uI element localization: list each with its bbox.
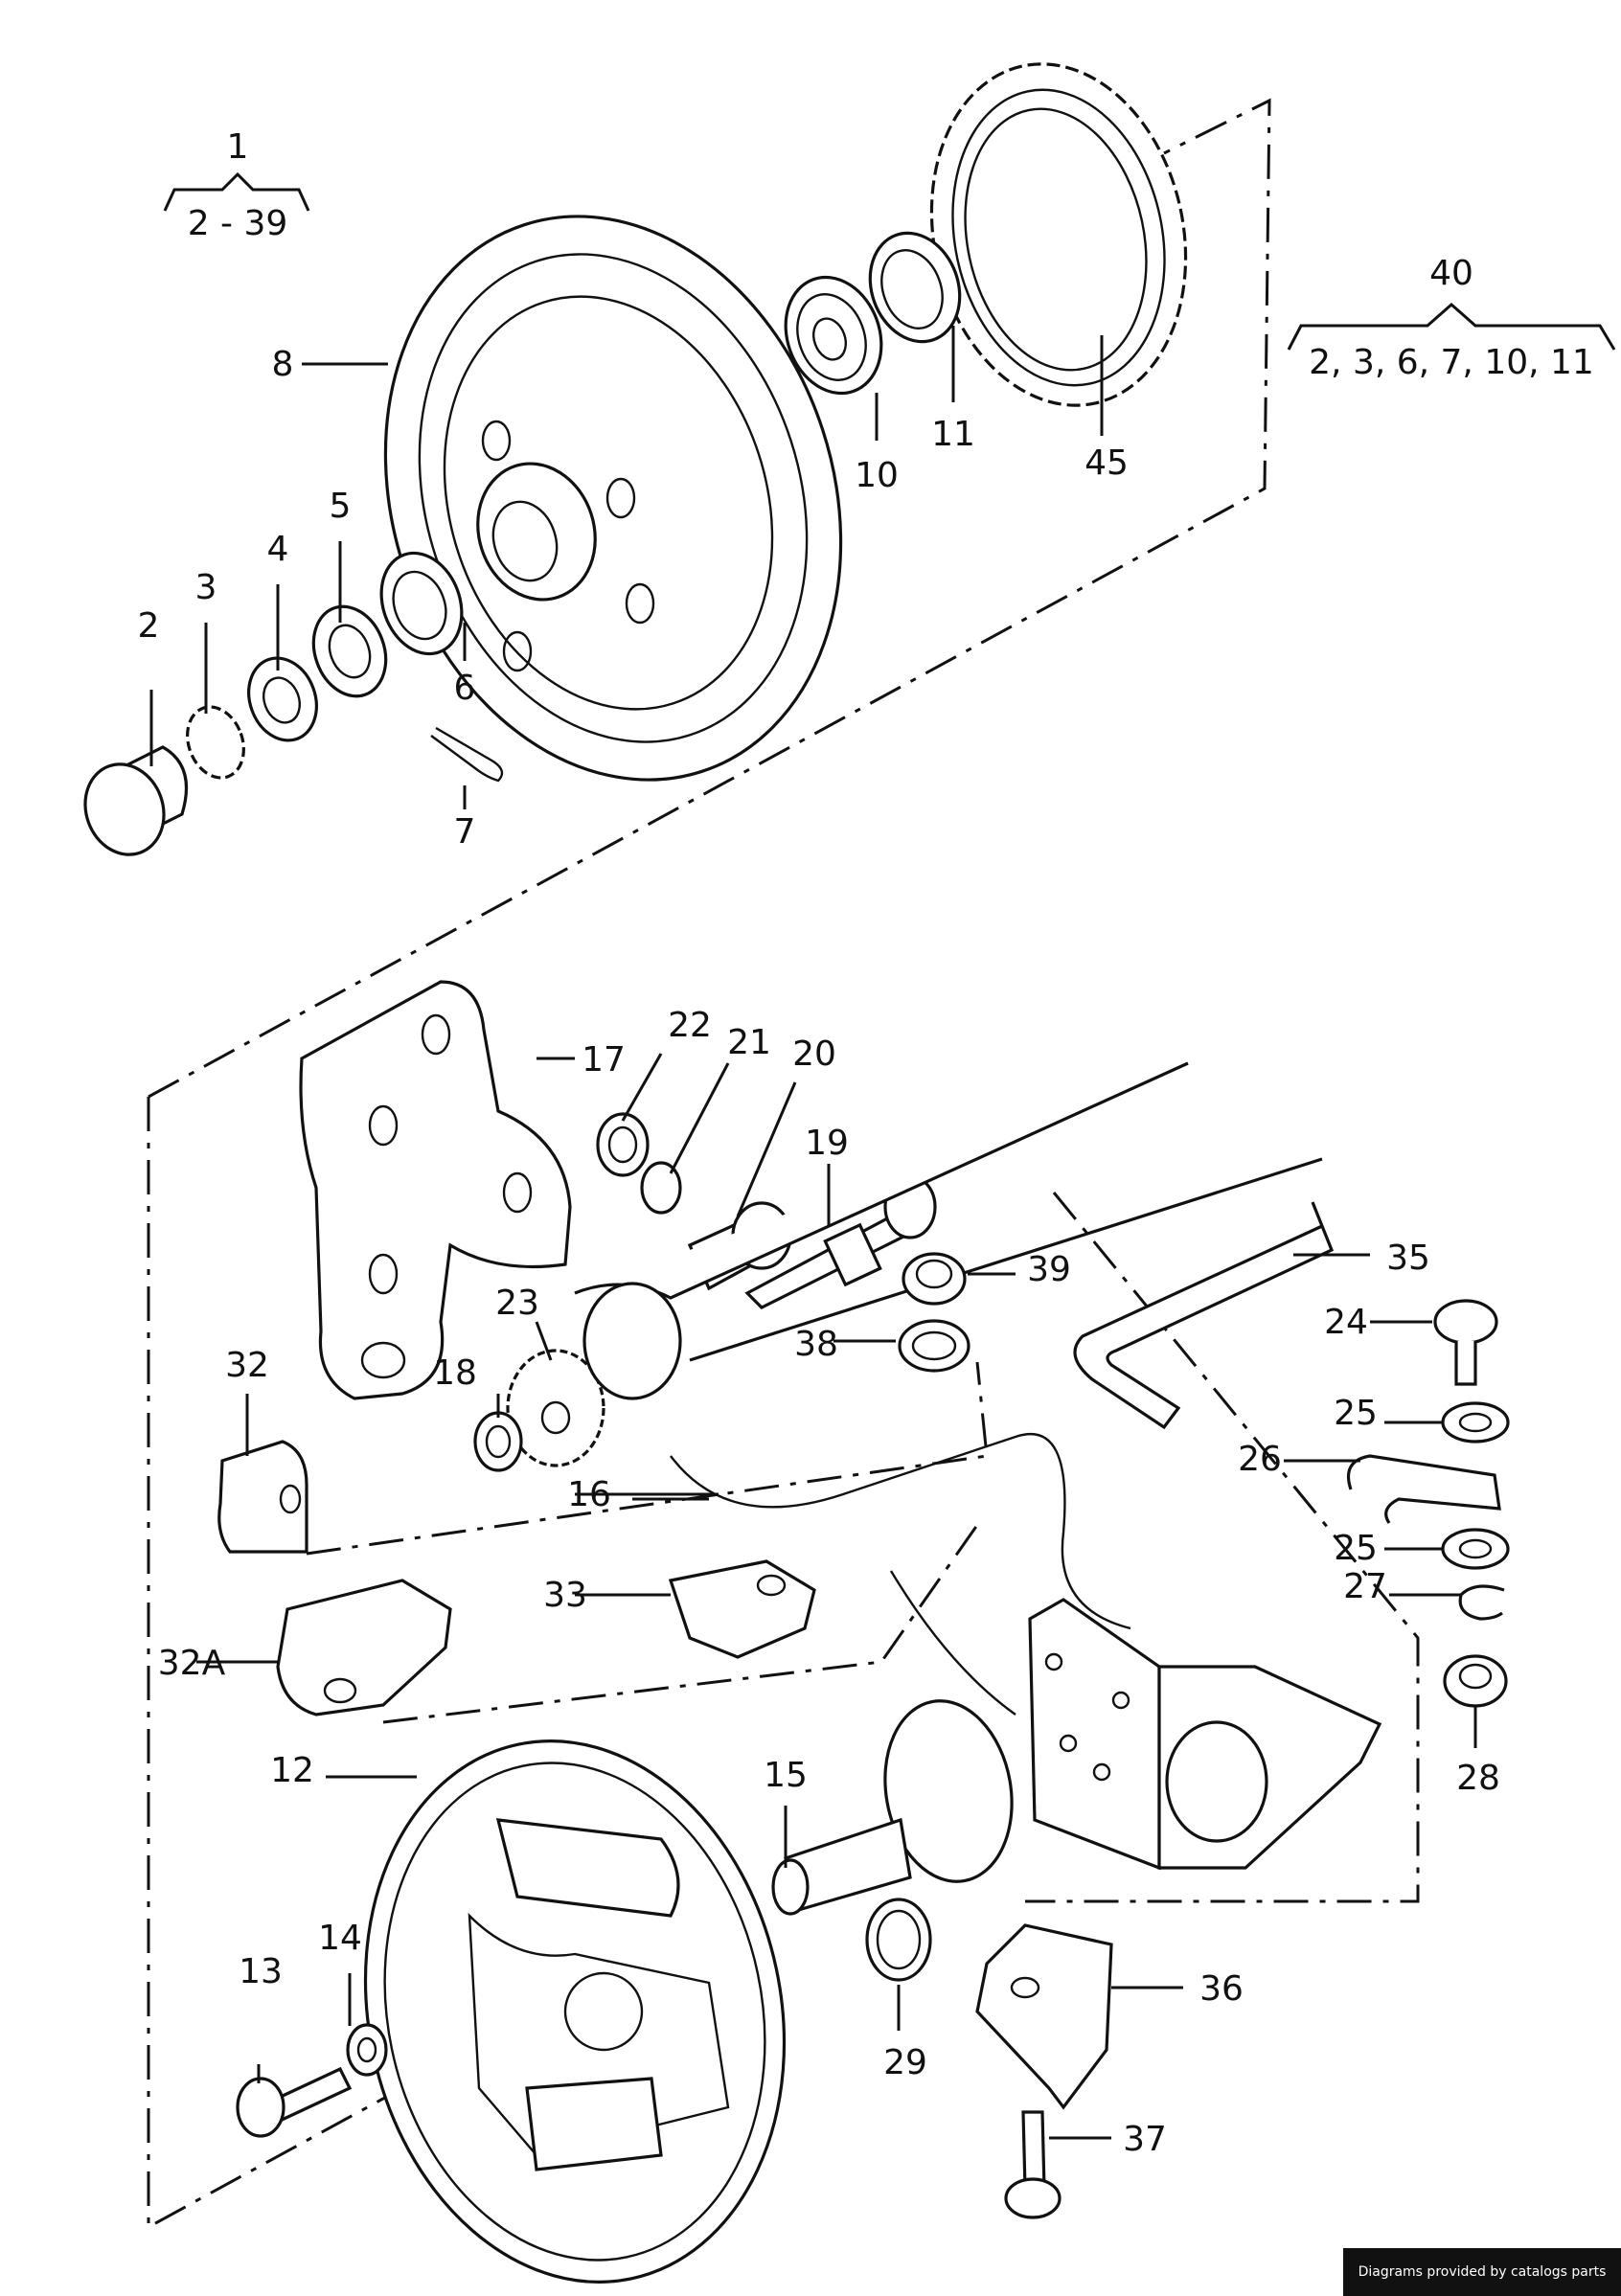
cotter-pin-7 xyxy=(430,726,504,783)
label-part-33: 33 xyxy=(543,1576,587,1615)
brake-backing-plate xyxy=(363,1739,787,2284)
nut-39 xyxy=(902,1252,967,1306)
lock-cap-3 xyxy=(186,705,245,780)
bolt-37 xyxy=(1004,2110,1062,2219)
label-part-12: 12 xyxy=(270,1751,314,1790)
label-part-35: 35 xyxy=(1386,1239,1430,1278)
washer-22 xyxy=(596,1112,650,1177)
group-range-1: 2 - 39 xyxy=(188,204,288,243)
label-part-32a: 32A xyxy=(158,1644,226,1683)
axle-bracket xyxy=(299,980,572,1400)
bearing-6 xyxy=(379,551,464,656)
label-part-18: 18 xyxy=(433,1353,477,1393)
label-part-5: 5 xyxy=(330,487,352,526)
stabilizer-bar xyxy=(1073,1201,1335,1430)
bearing-10 xyxy=(784,275,883,396)
grease-cap-2 xyxy=(83,745,189,856)
label-part-15: 15 xyxy=(764,1756,808,1795)
label-part-20: 20 xyxy=(792,1034,836,1074)
label-part-27: 27 xyxy=(1343,1567,1387,1606)
label-part-22: 22 xyxy=(668,1006,712,1045)
label-part-28: 28 xyxy=(1456,1759,1500,1798)
washer-38 xyxy=(898,1319,970,1373)
label-part-37: 37 xyxy=(1123,2120,1167,2159)
label-part-19: 19 xyxy=(805,1124,849,1163)
sensor-ring xyxy=(929,62,1188,407)
label-part-13: 13 xyxy=(239,1952,283,1991)
assembly-boundary-upper xyxy=(148,98,1271,1099)
label-part-16: 16 xyxy=(567,1475,611,1514)
label-part-17: 17 xyxy=(582,1040,626,1080)
seal-11 xyxy=(868,231,962,344)
label-part-32: 32 xyxy=(225,1346,269,1385)
label-part-24: 24 xyxy=(1324,1303,1368,1342)
washer-25-lower xyxy=(1441,1528,1510,1570)
circlip-21 xyxy=(640,1161,682,1215)
label-part-39: 39 xyxy=(1027,1250,1071,1289)
brake-drum xyxy=(383,215,843,782)
part-labels: 2 3 4 5 6 7 8 10 11 45 12 13 14 15 16 17… xyxy=(138,345,1500,2159)
label-part-4: 4 xyxy=(267,530,289,569)
washer-14 xyxy=(346,2023,388,2077)
group-label-40: 40 xyxy=(1429,254,1473,293)
bolt-13 xyxy=(236,2066,353,2138)
credit-footer: Diagrams provided by catalogs parts xyxy=(1343,2248,1621,2296)
label-part-14: 14 xyxy=(318,1919,362,1958)
clip-32a xyxy=(276,1579,452,1716)
washer-25-upper xyxy=(1441,1401,1510,1444)
label-part-6: 6 xyxy=(454,669,476,708)
label-part-2: 2 xyxy=(138,606,160,646)
circlip-27 xyxy=(1458,1584,1505,1621)
label-part-26: 26 xyxy=(1238,1440,1282,1479)
washer-18 xyxy=(473,1411,523,1472)
label-part-3: 3 xyxy=(195,568,217,607)
label-part-8: 8 xyxy=(272,345,294,384)
clamp-26 xyxy=(1346,1454,1501,1524)
mounting-bracket xyxy=(1028,1598,1382,1871)
label-part-7: 7 xyxy=(454,812,476,852)
label-part-45: 45 xyxy=(1084,443,1129,483)
label-part-36: 36 xyxy=(1199,1969,1244,2009)
clip-32 xyxy=(217,1440,308,1554)
adjuster-bolt-19 xyxy=(744,1174,937,1309)
nut-28 xyxy=(1443,1654,1508,1708)
group-bracket-1: 1 2 - 39 xyxy=(163,127,310,243)
washer-5 xyxy=(311,604,388,698)
bracket-33 xyxy=(668,1559,816,1659)
label-part-38: 38 xyxy=(794,1325,838,1364)
label-part-11: 11 xyxy=(931,415,975,454)
bushing-23 xyxy=(506,1349,605,1467)
axle-beam xyxy=(574,1061,1323,1716)
group-bracket-40: 40 2, 3, 6, 7, 10, 11 xyxy=(1287,254,1616,382)
leader-lines xyxy=(149,326,1477,2140)
bracket-36 xyxy=(975,1923,1113,2110)
seal-29 xyxy=(865,1898,932,1982)
clip-line-32a xyxy=(382,1517,984,1724)
label-part-21: 21 xyxy=(727,1023,771,1062)
label-part-23: 23 xyxy=(495,1284,539,1323)
group-range-40: 2, 3, 6, 7, 10, 11 xyxy=(1309,343,1594,382)
mount-line xyxy=(1025,1192,1420,1903)
group-label-1: 1 xyxy=(227,127,249,167)
label-part-25-lower: 25 xyxy=(1334,1529,1378,1568)
label-part-25-upper: 25 xyxy=(1334,1394,1378,1433)
stub-axle xyxy=(771,1699,1014,1916)
nut-4 xyxy=(247,656,318,742)
label-part-10: 10 xyxy=(855,456,899,495)
bolt-24 xyxy=(1433,1299,1498,1386)
label-part-29: 29 xyxy=(883,2043,927,2082)
